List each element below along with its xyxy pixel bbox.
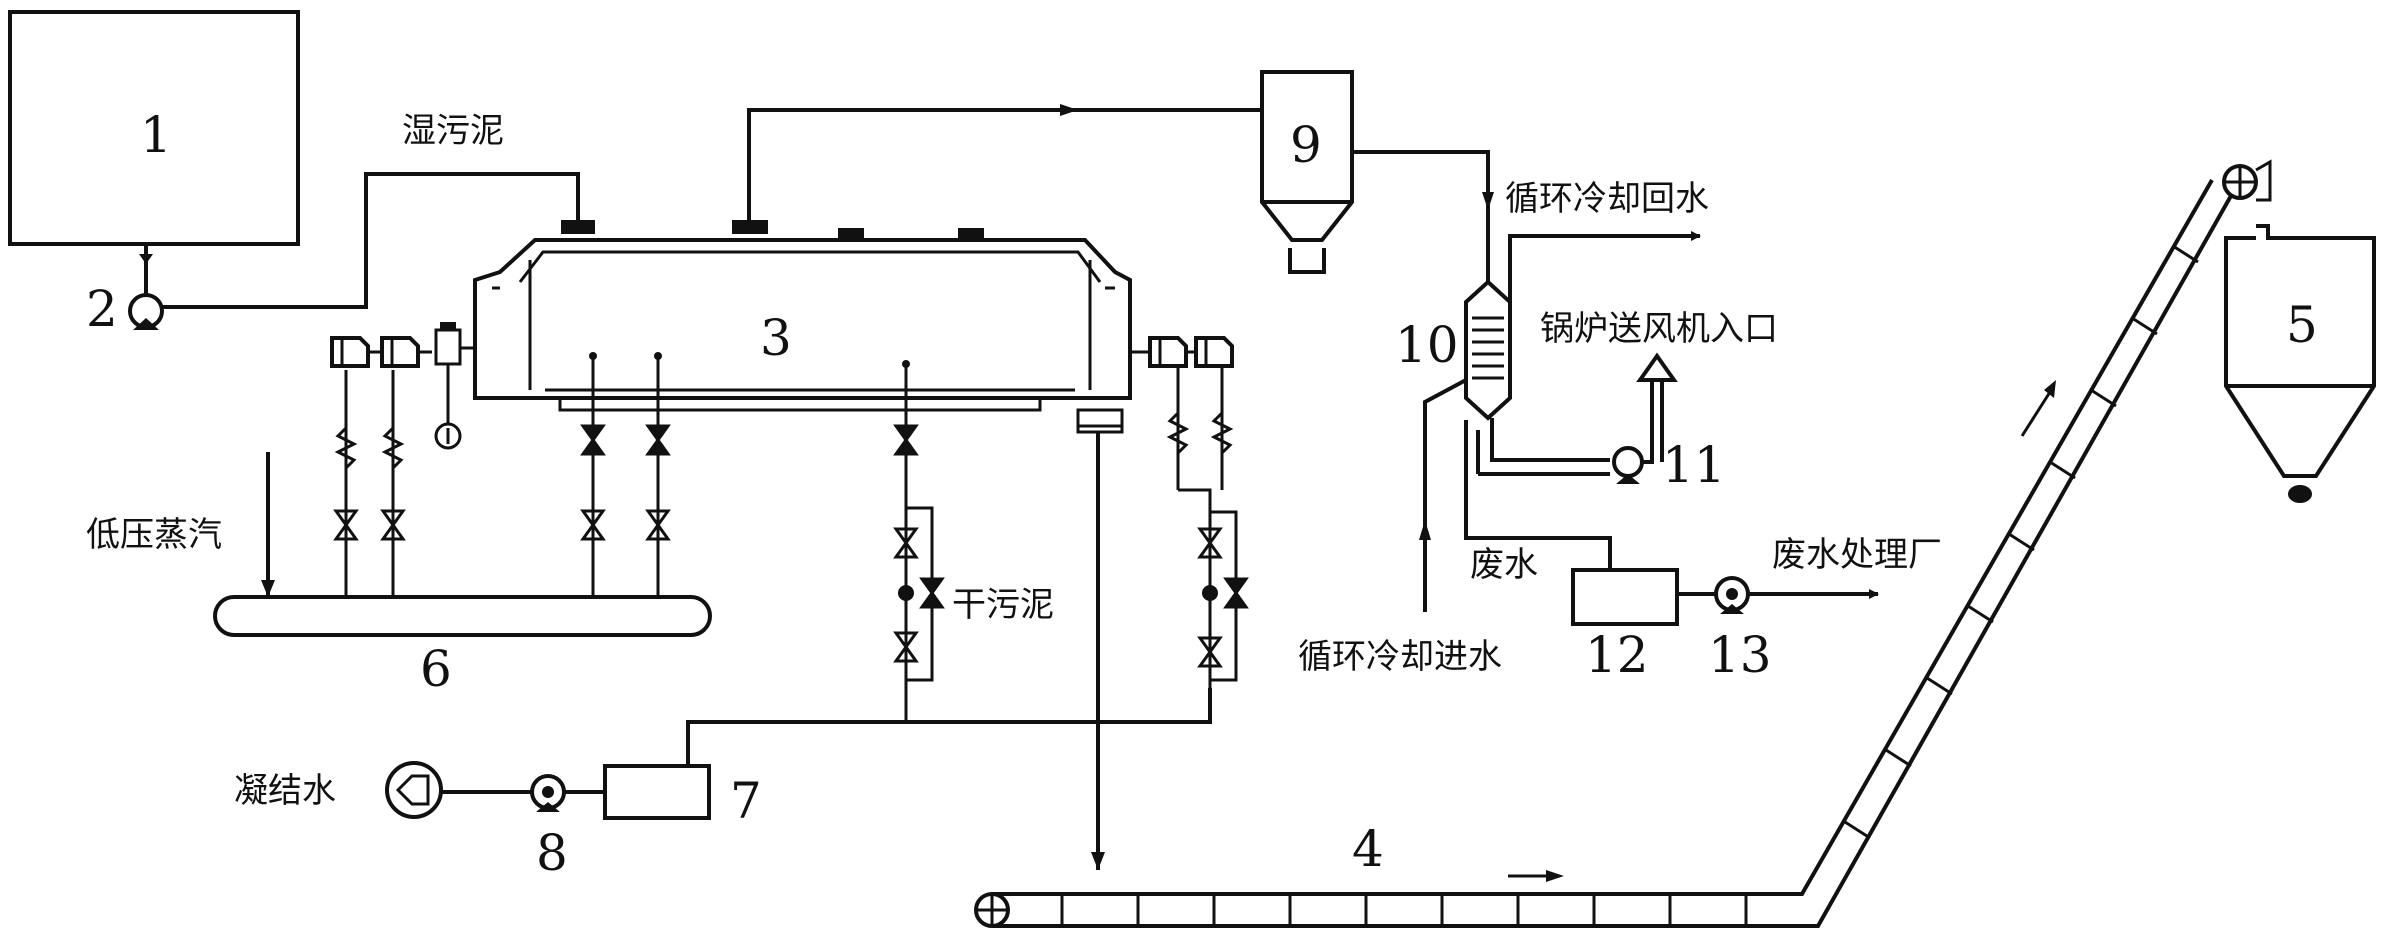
steam-feed-2 [646,352,670,597]
vapor-to-condenser-pipe [1352,150,1494,282]
label-dry-sludge: 干污泥 [952,585,1054,625]
label-cooling-inlet: 循环冷却进水 [1298,637,1502,677]
number-5: 5 [2286,296,2318,354]
cyclone-9: 9 [1260,70,1354,274]
dryer-3: 3 [473,212,1132,434]
gas-to-fan-11: 11 锅炉送风机入口 [1476,309,1778,494]
label-wet-sludge: 湿污泥 [402,111,504,151]
label-waste-water: 废水 [1470,545,1538,585]
condensate-header [686,688,1212,766]
condenser-10: 10 [1395,279,1512,421]
pump-13: 13 废水处理厂 [1677,535,1942,684]
number-11: 11 [1662,436,1726,494]
number-6: 6 [420,640,452,698]
number-10: 10 [1395,316,1459,374]
steam-line-left-2 [380,336,432,597]
number-9: 9 [1290,116,1322,174]
pressure-gauge [434,322,475,450]
condensate-tank-7: 7 [603,764,762,830]
number-4: 4 [1352,820,1384,878]
steam-feed-1 [581,352,605,597]
steam-line-right [1130,336,1248,688]
silo-5: 5 [2224,224,2376,503]
pump-8: 8 凝结水 [234,761,605,882]
label-boiler-fan-inlet: 锅炉送风机入口 [1540,309,1778,349]
number-1: 1 [140,106,172,164]
label-cooling-return: 循环冷却回水 [1505,179,1709,219]
number-8: 8 [536,824,568,882]
wet-sludge-pipe: 湿污泥 [162,111,580,309]
number-13: 13 [1708,626,1772,684]
cooling-water-inlet: 循环冷却进水 [1298,378,1502,677]
waste-water-tank-12: 12 [1571,568,1679,684]
steam-header-6: 6 [213,595,712,698]
label-waste-water-plant: 废水处理厂 [1772,535,1942,575]
sludge-tank-1: 1 [8,10,300,246]
vapor-pipe [747,104,1262,220]
low-pressure-steam-inlet: 低压蒸汽 [86,452,275,597]
label-low-pressure-steam: 低压蒸汽 [86,515,222,555]
dry-sludge-chute: 干污泥 [952,432,1105,870]
number-12: 12 [1585,626,1649,684]
conveyor-4: 4 [974,159,2272,928]
condensate-drain-center [894,360,944,722]
label-condensate: 凝结水 [234,771,336,811]
steam-line-left-1 [330,336,380,597]
waste-water-line: 废水 [1464,420,1612,585]
number-3: 3 [760,309,792,367]
cooling-water-return: 循环冷却回水 [1505,179,1709,302]
number-2: 2 [86,280,118,338]
pump-2: 2 [86,244,164,338]
number-7: 7 [730,772,762,830]
